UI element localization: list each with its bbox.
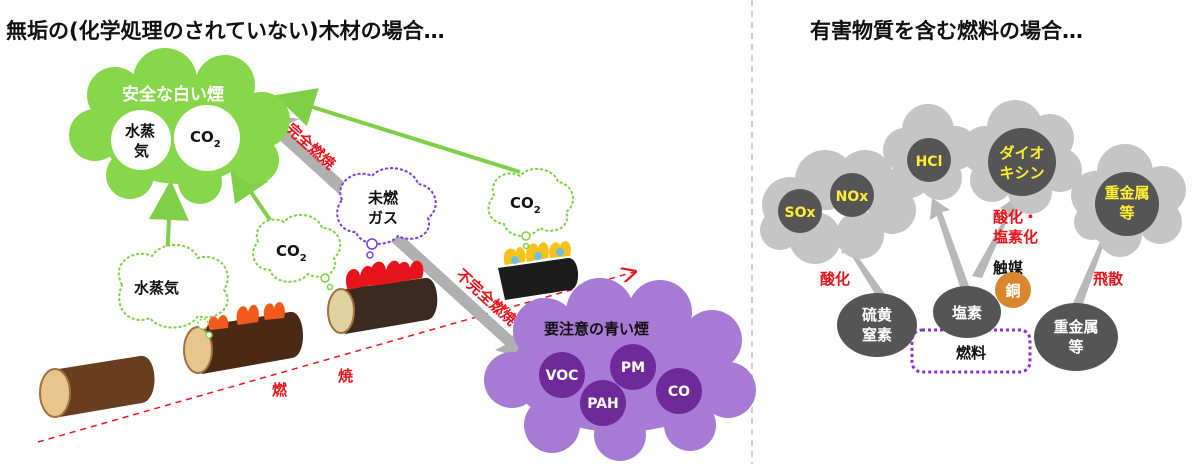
metal-line2: 等 <box>1119 204 1134 222</box>
hcl-text: HCl <box>916 154 943 170</box>
white-smoke-title: 安全な白い煙 <box>122 84 224 105</box>
blue-co: CO <box>668 384 690 400</box>
fuel-text: 燃料 <box>956 344 986 362</box>
log-4 <box>498 241 579 300</box>
bubble-co2-a: CO2 <box>252 213 342 291</box>
log-2 <box>183 302 304 374</box>
white-smoke-cloud: 安全な白い煙 水蒸 気 CO2 <box>69 48 290 204</box>
label-oxi-chlor-line1: 酸化・ <box>993 208 1038 226</box>
bubble-co2-b-text: CO2 <box>510 194 541 216</box>
copper-catalyst: 銅 <box>995 272 1031 308</box>
white-co2: CO2 <box>190 128 221 150</box>
cloud-dioxin: ダイオ キシン <box>961 100 1082 214</box>
metal-line1: 重金属 <box>1104 184 1149 202</box>
source-sulfur: 硫黄 窒素 <box>837 293 917 357</box>
blue-smoke-cloud: 要注意の青い煙 VOC PM PAH CO <box>484 278 756 461</box>
blue-pm: PM <box>621 360 645 376</box>
bubble-gas-line1: 未燃 <box>367 189 399 207</box>
bubble-gas: 未燃 ガス <box>336 167 437 259</box>
dioxin-line1: ダイオ <box>999 144 1044 162</box>
cloud-metal: 重金属 等 <box>1071 144 1186 257</box>
cloud-sox-nox: SOx NOx <box>760 150 916 264</box>
blue-pah: PAH <box>587 396 619 412</box>
blue-smoke-title: 要注意の青い煙 <box>544 320 649 338</box>
label-oxi-chlor-line2: 塩素化 <box>993 228 1038 246</box>
source-chlorine: 塩素 <box>933 286 1001 338</box>
bubble-vapor-text: 水蒸気 <box>134 279 179 297</box>
bubble-co2-a-text: CO2 <box>276 242 307 264</box>
burning-axis-arrow <box>37 272 634 443</box>
axis-label-2: 焼 <box>338 367 353 385</box>
bubble-vapor: 水蒸気 <box>117 243 229 339</box>
label-scatter: 飛散 <box>1092 270 1124 288</box>
log-3 <box>327 260 438 334</box>
blue-voc: VOC <box>546 368 579 384</box>
left-title: 無垢の(化学処理のされていない)木材の場合… <box>6 19 445 43</box>
nox-text: NOx <box>836 189 869 205</box>
bubble-co2-b: CO2 <box>487 167 574 250</box>
label-oxidation: 酸化 <box>820 270 850 288</box>
source-metal-line1: 重金属 <box>1053 318 1098 336</box>
white-vapor-line1: 水蒸 <box>125 122 155 140</box>
chlorine-text: 塩素 <box>952 304 982 322</box>
log-1 <box>39 355 155 418</box>
copper-text: 銅 <box>1005 282 1020 300</box>
source-metal-line2: 等 <box>1068 338 1083 356</box>
right-title: 有害物質を含む燃料の場合… <box>810 19 1083 43</box>
sulfur-line1: 硫黄 <box>862 306 892 324</box>
sox-text: SOx <box>784 205 815 221</box>
bubble-gas-line2: ガス <box>368 209 398 227</box>
source-metal: 重金属 等 <box>1034 303 1118 371</box>
axis-label-1: 燃 <box>272 381 288 399</box>
sulfur-line2: 窒素 <box>862 326 892 344</box>
white-vapor-line2: 気 <box>134 142 149 160</box>
dioxin-line2: キシン <box>999 164 1044 182</box>
